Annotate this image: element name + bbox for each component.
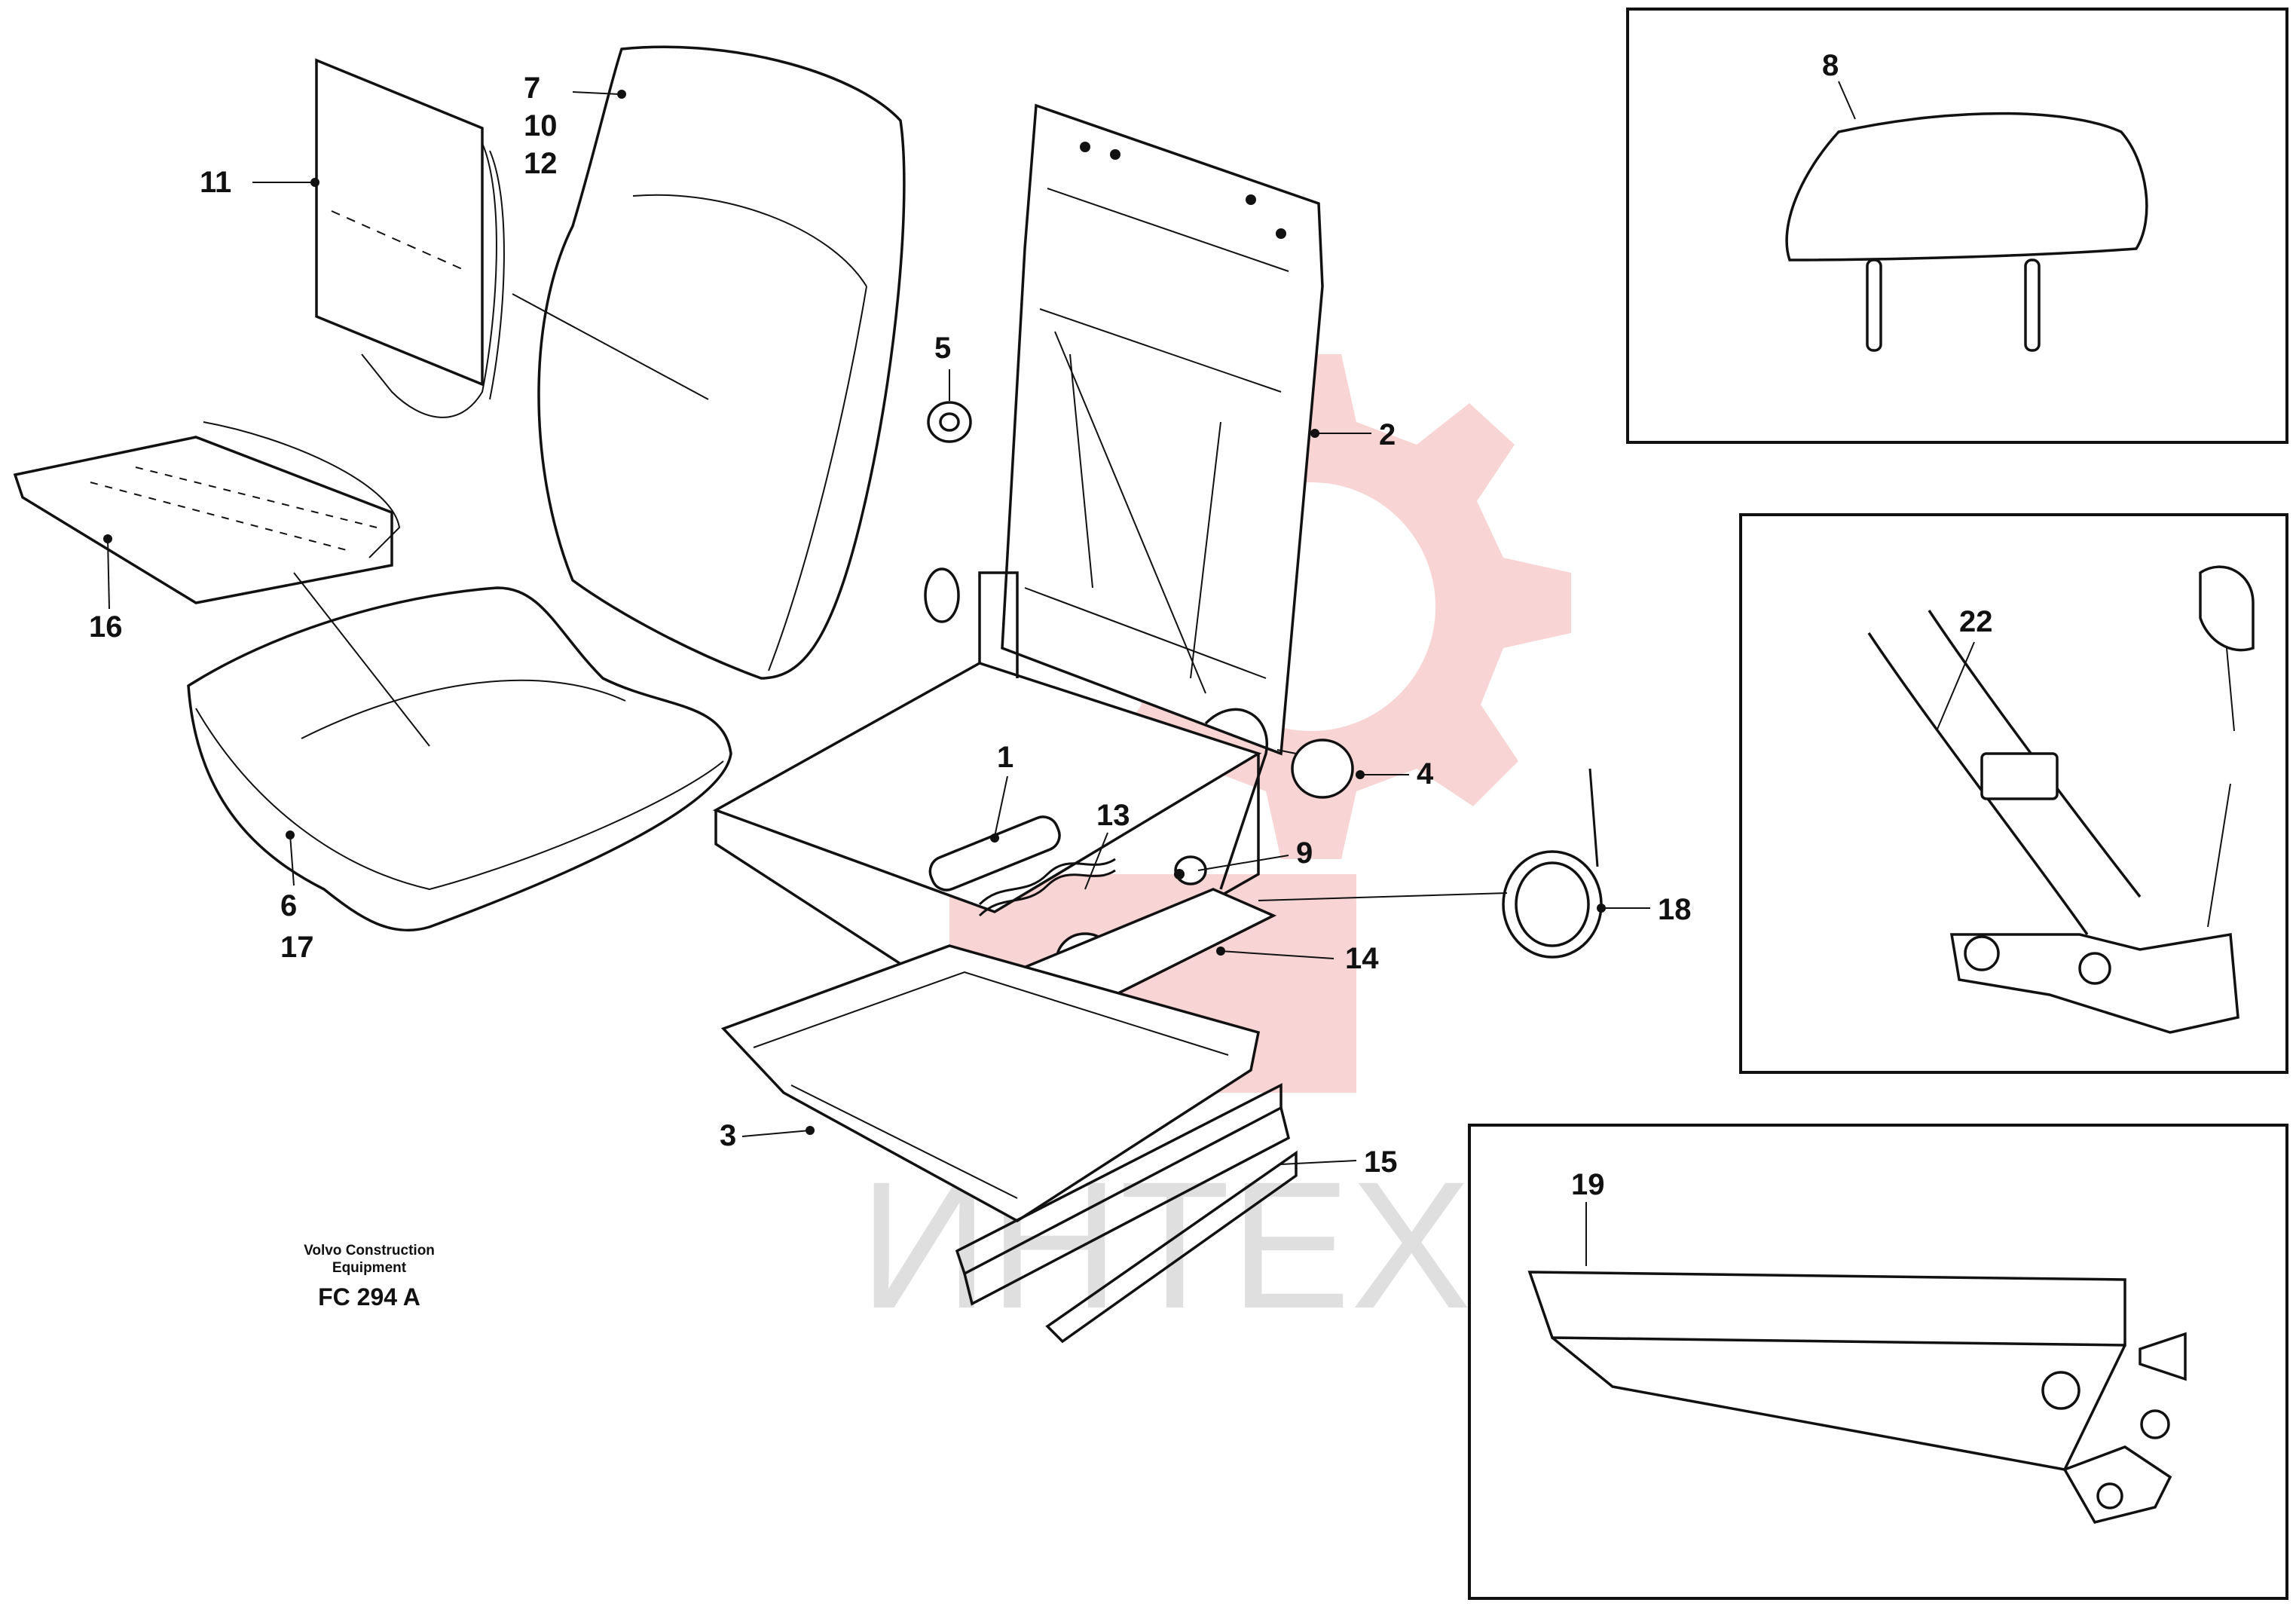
callout-14: 14 [1345, 942, 1379, 975]
callout-12: 12 [524, 147, 558, 180]
shock-absorber-part-1 [928, 815, 1061, 892]
callout-17: 17 [280, 931, 314, 964]
callout-19: 19 [1571, 1168, 1605, 1201]
callouts: 1 2 3 4 5 6 17 7 10 12 9 11 13 14 15 16 … [89, 72, 1692, 1179]
callout-18: 18 [1658, 893, 1692, 926]
leader-panel-to-backrest [512, 293, 709, 400]
callout-5: 5 [934, 332, 951, 365]
callout-13: 13 [1096, 799, 1130, 832]
callout-4: 4 [1417, 757, 1434, 791]
knob-part-4 [1276, 739, 1354, 799]
seat-panel-part-16 [13, 421, 401, 604]
callout-22: 22 [1959, 605, 1993, 638]
callout-8: 8 [1822, 49, 1839, 82]
leader-panel-to-seat [293, 572, 430, 747]
credit-line-2: Equipment [332, 1260, 407, 1276]
callout-6: 6 [280, 889, 297, 922]
callout-2: 2 [1379, 418, 1396, 451]
callout-16: 16 [89, 610, 123, 644]
callout-3: 3 [720, 1119, 736, 1152]
rail-part-15 [955, 1083, 1298, 1344]
callout-11: 11 [200, 166, 231, 199]
callout-1: 1 [997, 741, 1013, 774]
callout-9: 9 [1296, 836, 1313, 870]
backrest-cushion-part-7 [537, 45, 906, 680]
callout-7: 7 [524, 72, 540, 105]
callout-10: 10 [524, 109, 558, 142]
back-panel-part-11 [315, 58, 505, 418]
inset-headrest: 8 [1626, 8, 2288, 444]
callout-15: 15 [1364, 1145, 1398, 1179]
credit-block: Volvo Construction Equipment FC 294 A [304, 1243, 435, 1311]
credit-line-1: Volvo Construction [304, 1243, 435, 1259]
suspension-frame [712, 567, 1277, 1027]
backrest-frame-part-2 [1001, 103, 1324, 756]
seat-cushion-part-6 [187, 586, 732, 932]
inset-seat-belt: 22 [1739, 513, 2288, 1074]
pivot-point-part-9 [1174, 869, 1185, 879]
base-part-3 [720, 944, 1261, 1223]
inset-armrest: 19 [1468, 1124, 2288, 1600]
figure-code: FC 294 A [318, 1283, 420, 1311]
knob-part-5 [927, 401, 972, 443]
